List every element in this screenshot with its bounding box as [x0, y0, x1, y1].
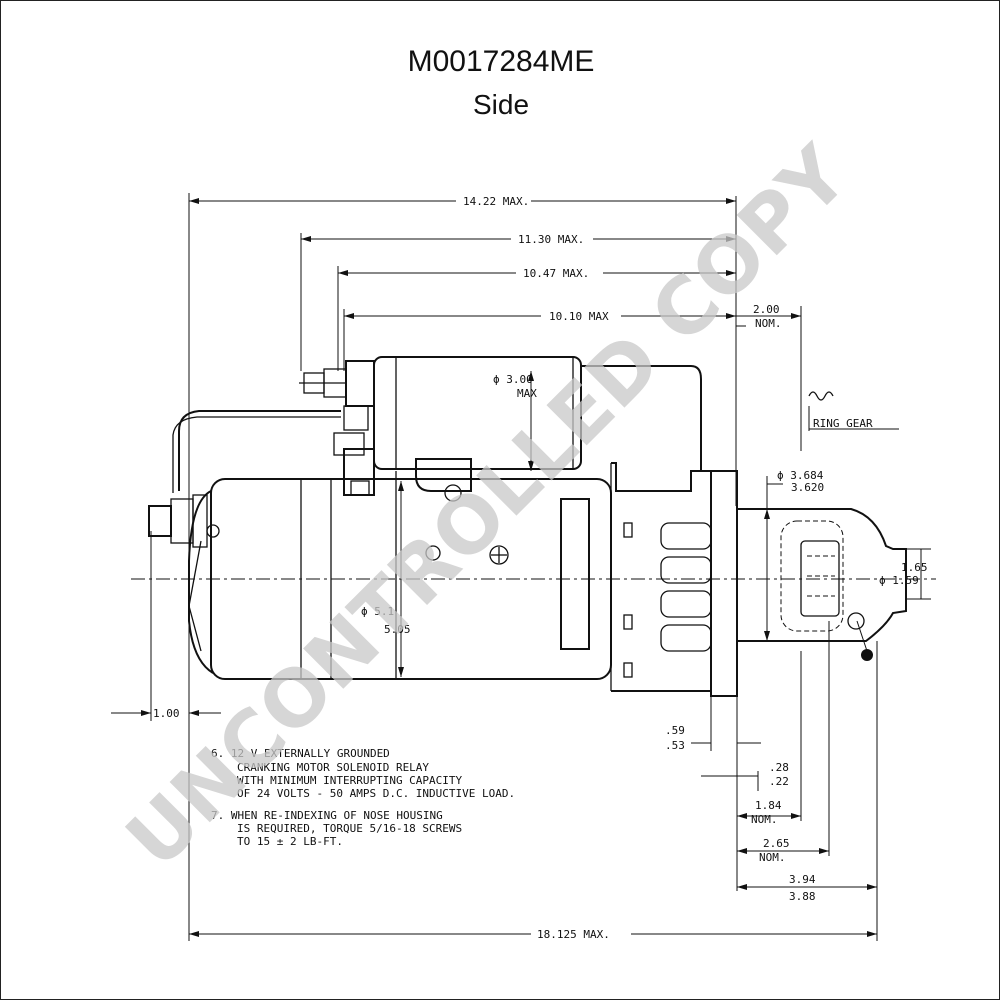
body-dia-b: 5.05 [384, 623, 411, 636]
shaft-dia-b: ϕ 1.59 [879, 574, 919, 587]
nose-housing [737, 476, 931, 661]
dim-overall-bottom: 18.125 MAX. [537, 928, 610, 941]
note-7-line-1: 7. WHEN RE-INDEXING OF NOSE HOUSING [211, 809, 443, 822]
bottom-dimensions [111, 531, 878, 941]
dim-200: 2.00 [753, 303, 780, 316]
dim-flange-a: .59 [665, 724, 685, 737]
note-7-line-2: IS REQUIRED, TORQUE 5/16-18 SCREWS [237, 822, 462, 835]
dim-1130: 11.30 MAX. [518, 233, 584, 246]
view-subtitle: Side [472, 89, 530, 120]
dim-flange-b: .53 [665, 739, 685, 752]
dim-265: 2.65 [763, 837, 790, 850]
ring-gear-label: RING GEAR [813, 417, 873, 430]
note-7-line-3: TO 15 ± 2 LB-FT. [237, 835, 343, 848]
dim-1047: 10.47 MAX. [523, 267, 589, 280]
top-dimensions [188, 193, 802, 941]
note-6-line-2: CRANKING MOTOR SOLENOID RELAY [237, 761, 429, 774]
cable [172, 410, 341, 493]
pilot-dia-a: ϕ 3.684 [777, 469, 824, 482]
dim-left-offset: 1.00 [153, 707, 180, 720]
body-dia-a: ϕ 5.1 [361, 605, 394, 618]
dim-265-nom: NOM. [759, 851, 786, 864]
solenoid-dia-max: MAX [517, 387, 537, 400]
shaft-dia-a: 1.65 [901, 561, 928, 574]
solenoid-dia: ϕ 3.00 [493, 373, 533, 386]
dim-overall-top: 14.22 MAX. [463, 195, 529, 208]
dim-394: 3.94 [789, 873, 816, 886]
note-6-line-1: 6. 12 V EXTERNALLY GROUNDED [211, 747, 390, 760]
notes-block: 6. 12 V EXTERNALLY GROUNDED CRANKING MOT… [211, 747, 515, 848]
dim-22: .22 [769, 775, 789, 788]
dim-28: .28 [769, 761, 789, 774]
note-6-line-4: OF 24 VOLTS - 50 AMPS D.C. INDUCTIVE LOA… [237, 787, 515, 800]
dim-200-nom: NOM. [755, 317, 782, 330]
part-number-title: M0017284ME [407, 45, 595, 78]
dim-184: 1.84 [755, 799, 782, 812]
note-6-line-3: WITH MINIMUM INTERRUPTING CAPACITY [237, 774, 463, 787]
solenoid [299, 356, 702, 496]
dim-184-nom: NOM. [751, 813, 778, 826]
dim-388: 3.88 [789, 890, 816, 903]
dim-1010: 10.10 MAX [549, 310, 609, 323]
uncontrolled-copy-watermark: UNCONTROLLED COPY [110, 129, 867, 886]
pilot-dia-b: 3.620 [791, 481, 824, 494]
ring-gear-marker [808, 391, 899, 431]
